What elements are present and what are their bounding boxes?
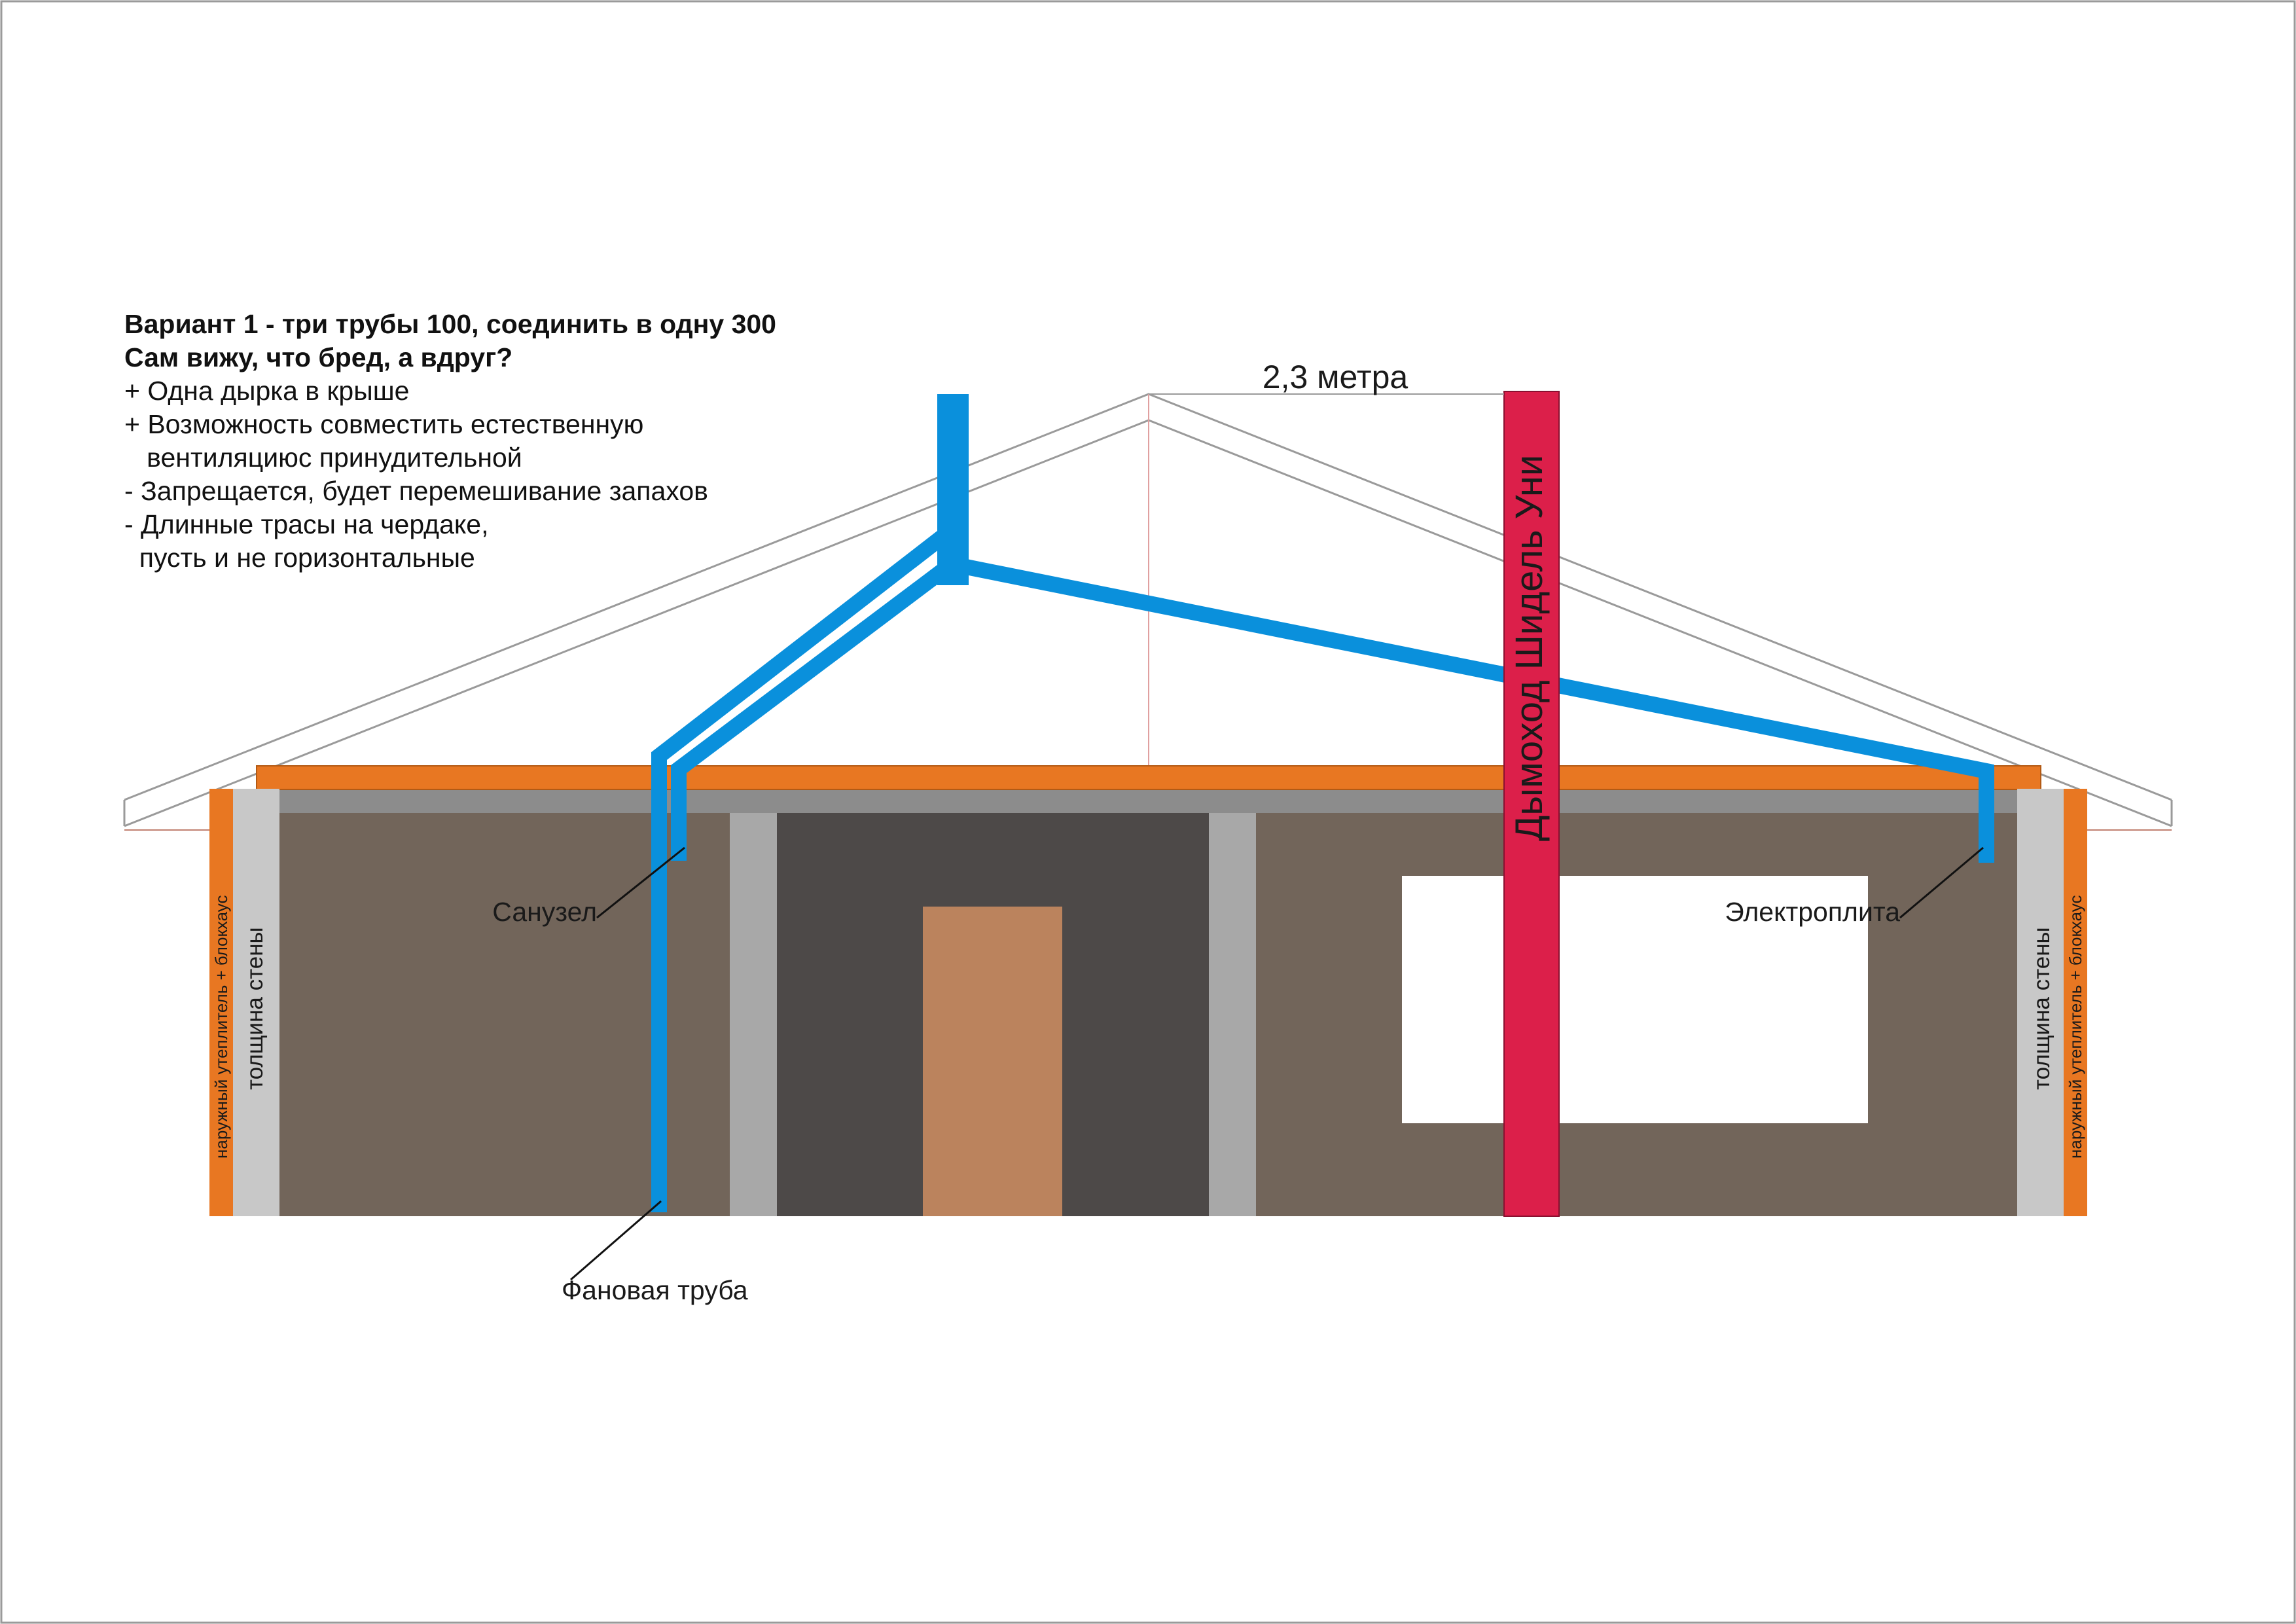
fan-pipe-leader <box>570 1200 662 1281</box>
fan-pipe <box>651 530 948 1212</box>
fan-pipe-label: Фановая труба <box>562 1275 748 1305</box>
notes-line: пусть и не горизонтальные <box>124 543 475 573</box>
window <box>1402 876 1868 1123</box>
door <box>923 907 1062 1216</box>
top-orange-band <box>256 765 2041 790</box>
notes-line: - Запрещается, будет перемешивание запах… <box>124 476 708 506</box>
distance-label: 2,3 метра <box>1263 359 1408 395</box>
insulation-right-label: наружный утеплитель + блокхаус <box>2066 895 2085 1159</box>
notes-subtitle: Сам вижу, что бред, а вдруг? <box>124 342 513 372</box>
notes-block: Вариант 1 - три трубы 100, соединить в о… <box>124 308 1106 575</box>
insulation-right <box>2064 789 2087 1216</box>
ventilation-pipes <box>651 530 1994 1212</box>
wall-right-label: толщина стены <box>2029 927 2054 1090</box>
bathroom-pipe <box>671 564 948 861</box>
insulation-left <box>209 789 233 1216</box>
wall-layer-left <box>233 789 279 1216</box>
insulation-left-label: наружный утеплитель + блокхаус <box>211 895 231 1159</box>
bathroom-label: Санузел <box>492 897 597 927</box>
chimney-label: Дымоход Шидель Уни <box>1508 455 1551 841</box>
chimney <box>1503 391 1560 1217</box>
stove-leader <box>1899 846 1984 919</box>
notes-line: вентиляциюс принудительной <box>124 442 522 473</box>
stove-pipe <box>958 558 1994 863</box>
bathroom-leader <box>596 846 685 919</box>
column-left <box>730 813 777 1216</box>
stove-label: Электроплита <box>1725 897 1900 927</box>
notes-line: + Одна дырка в крыше <box>124 376 410 406</box>
notes-title: Вариант 1 - три трубы 100, соединить в о… <box>124 309 776 339</box>
wall-left-label: толщина стены <box>242 927 268 1090</box>
notes-line: - Длинные трасы на чердаке, <box>124 509 489 539</box>
leader-lines <box>570 846 1984 1281</box>
wall-layer-right <box>2017 789 2064 1216</box>
column-right <box>1209 813 1256 1216</box>
main-vent-stack <box>937 394 969 585</box>
ceiling-slab <box>257 789 2041 813</box>
notes-line: + Возможность совместить естественную <box>124 409 644 439</box>
